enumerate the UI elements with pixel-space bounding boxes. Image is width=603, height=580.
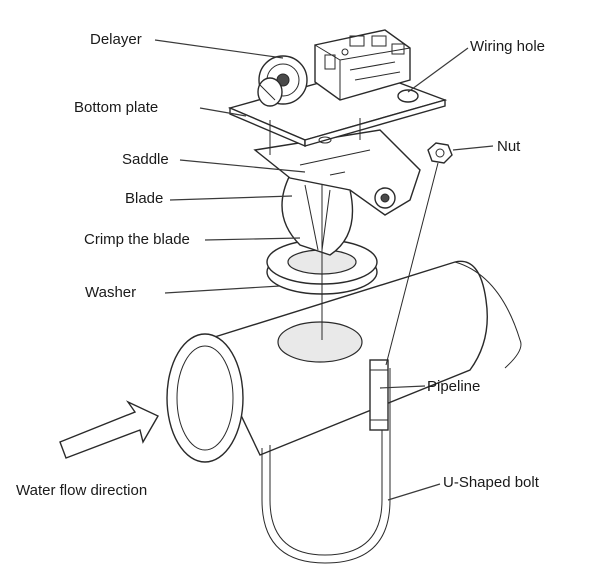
leader-lines [154, 39, 494, 501]
label-water-flow-direction: Water flow direction [16, 482, 148, 499]
delayer-shape [257, 29, 411, 107]
label-u-shaped-bolt: U-Shaped bolt [443, 474, 539, 491]
bottom-plate-shape [227, 69, 448, 155]
label-saddle: Saddle [122, 151, 169, 168]
label-crimp-the-blade: Crimp the blade [84, 231, 190, 248]
label-nut: Nut [497, 138, 521, 155]
label-wiring-hole: Wiring hole [470, 38, 546, 55]
label-blade: Blade [125, 190, 164, 207]
blade-shape [281, 150, 354, 340]
label-delayer: Delayer [90, 31, 142, 48]
water-flow-arrow [59, 400, 159, 459]
nut-shape [385, 142, 453, 366]
saddle-shape [253, 129, 421, 216]
label-bottom-plate: Bottom plate [74, 99, 159, 116]
u-bolt-shape [261, 359, 391, 564]
label-pipeline: Pipeline [427, 378, 481, 395]
pipeline-shape [166, 260, 522, 463]
label-washer: Washer [85, 284, 137, 301]
